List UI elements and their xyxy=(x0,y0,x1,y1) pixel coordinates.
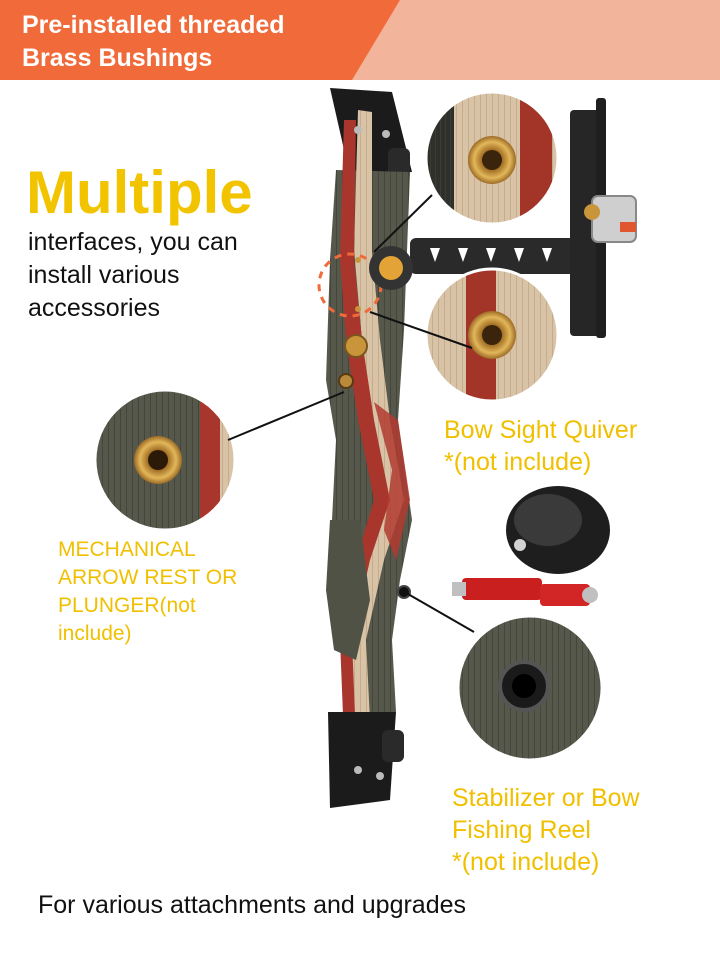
banner-title: Pre-installed threaded Brass Bushings xyxy=(22,11,285,72)
pointer-lines xyxy=(227,194,475,633)
zoom-circle-upper-bushing xyxy=(424,90,560,226)
callout-stabilizer: Stabilizer or Bow Fishing Reel *(not inc… xyxy=(452,784,640,876)
bow-riser-image xyxy=(326,88,412,808)
zoom-circle-stabilizer xyxy=(456,614,604,762)
headline: Multiple xyxy=(26,159,253,226)
bow-sight-image xyxy=(369,98,637,338)
footer-caption: For various attachments and upgrades xyxy=(38,891,467,919)
callout-sight-quiver: Bow Sight Quiver *(not include) xyxy=(444,416,638,476)
subline: interfaces, you can install various acce… xyxy=(28,228,238,322)
callout-arrow-rest: MECHANICAL ARROW REST OR PLUNGER(not inc… xyxy=(58,538,238,645)
zoom-circle-lower-bushing xyxy=(424,267,560,403)
banner xyxy=(0,0,400,80)
stabilizer-image xyxy=(452,486,610,606)
zoom-circle-arrow-rest xyxy=(93,388,237,532)
